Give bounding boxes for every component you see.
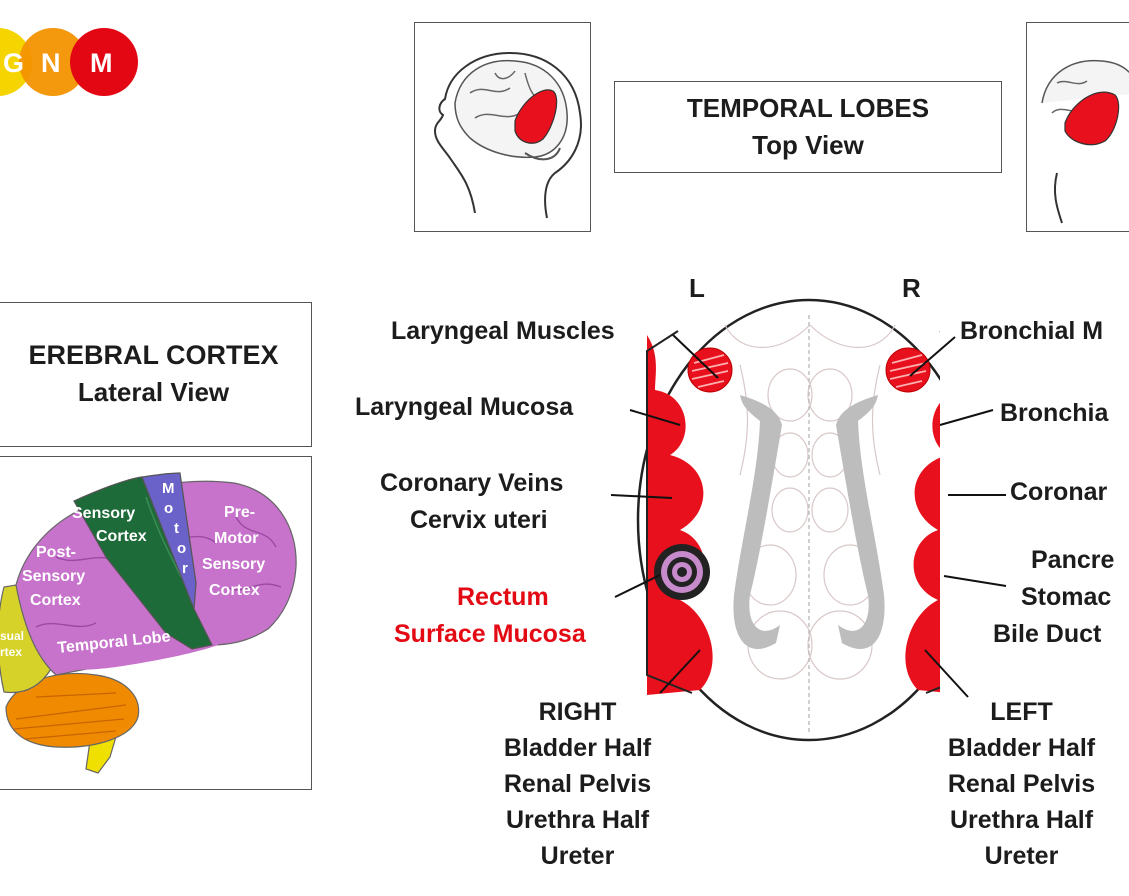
temporal-lobe-highlight — [514, 89, 558, 144]
head-profile-image — [433, 51, 582, 219]
temporal-lobes-subtitle: Top View — [752, 130, 864, 160]
temporal-lobe-highlight-right — [1064, 91, 1120, 146]
right-ventricle — [836, 395, 885, 650]
label-renal-pelvis-right: Renal Pelvis — [947, 770, 1096, 798]
label-laryngeal-mucosa: Laryngeal Mucosa — [355, 393, 574, 421]
logo-circle-n — [19, 28, 87, 96]
motor-cortex-region — [141, 472, 197, 610]
left-bottom-labels: RIGHT Bladder Half Renal Pelvis Urethra … — [470, 694, 685, 874]
cerebellum — [5, 672, 140, 748]
brain-lateral-box: Sensory Cortex M o t o r Pre- Motor Sens… — [0, 456, 312, 790]
label-bile-ducts: Bile Duct — [993, 620, 1102, 648]
label-bladder-half-right: Bladder Half — [947, 734, 1096, 762]
label-motor-r: r — [182, 560, 188, 577]
label-post-cortex: Cortex — [30, 592, 81, 609]
label-coronary-veins: Coronary Veins — [380, 469, 564, 497]
temporal-lobes-title: TEMPORAL LOBES — [686, 93, 930, 123]
rectum-target — [654, 544, 710, 600]
logo-letter-n: N — [41, 48, 61, 78]
label-urethra-half-left: Urethra Half — [505, 806, 650, 834]
temporal-lobes-top-view — [636, 298, 940, 742]
right-bottom-labels: LEFT Bladder Half Renal Pelvis Urethra H… — [914, 694, 1129, 874]
sensory-cortex-region — [73, 476, 213, 650]
label-renal-pelvis-left: Renal Pelvis — [503, 770, 652, 798]
logo-letter-m: M — [90, 48, 113, 78]
label-post-sensory: Sensory — [22, 568, 85, 585]
side-label-r: R — [902, 273, 921, 303]
label-right: RIGHT — [538, 698, 617, 726]
label-surface-mucosa: Surface Mucosa — [394, 620, 586, 648]
head-thumbnail-left — [414, 22, 591, 232]
label-visual-cortex: rtex — [0, 645, 22, 659]
right-relay-strip — [905, 403, 940, 693]
label-premotor-cortex: Cortex — [209, 582, 260, 599]
label-pancreas: Pancre — [1031, 546, 1115, 574]
label-bronchial-mucosa: Bronchia — [1000, 399, 1109, 427]
label-coronary: Coronar — [1010, 478, 1108, 506]
side-label-l: L — [689, 273, 705, 303]
label-rectum: Rectum — [457, 583, 549, 611]
temporal-lobes-title-box: TEMPORAL LOBES Top View — [614, 81, 1002, 173]
label-laryngeal-muscles: Laryngeal Muscles — [391, 317, 615, 345]
label-ureter-left: Ureter — [540, 842, 615, 870]
left-ventricle — [733, 395, 782, 650]
brain-lateral-diagram: Sensory Cortex M o t o r Pre- Motor Sens… — [0, 472, 297, 774]
head-thumbnail-right — [1026, 22, 1129, 232]
gnm-logo: G N M — [0, 28, 138, 96]
label-cervix-uteri: Cervix uteri — [410, 506, 548, 534]
label-motor-t: t — [174, 520, 179, 537]
label-motor-o: o — [164, 500, 173, 517]
label-visual: sual — [0, 629, 24, 643]
logo-letter-g: G — [3, 48, 24, 78]
left-relay-strip — [647, 335, 713, 695]
logo-circle-m — [70, 28, 138, 96]
head-profile-image-right — [1041, 59, 1129, 224]
label-left: LEFT — [990, 698, 1053, 726]
label-motor-m: M — [162, 480, 175, 497]
label-post: Post- — [36, 544, 76, 561]
cerebral-cortex-title-box: EREBRAL CORTEX Lateral View — [0, 302, 312, 447]
label-premotor-sensory: Sensory — [202, 556, 265, 573]
cerebral-cortex-title: EREBRAL CORTEX — [28, 340, 279, 370]
label-urethra-half-right: Urethra Half — [949, 806, 1094, 834]
label-sensory: Sensory — [72, 505, 135, 522]
label-motor-word: Motor — [214, 530, 258, 547]
cerebral-cortex-subtitle: Lateral View — [77, 377, 230, 407]
label-bladder-half-left: Bladder Half — [503, 734, 652, 762]
label-motor-o2: o — [177, 540, 186, 557]
label-pre: Pre- — [224, 504, 255, 521]
label-cortex: Cortex — [96, 528, 147, 545]
label-bronchial-muscles: Bronchial M — [960, 317, 1104, 345]
label-stomach: Stomac — [1021, 583, 1112, 611]
label-ureter-right: Ureter — [984, 842, 1059, 870]
